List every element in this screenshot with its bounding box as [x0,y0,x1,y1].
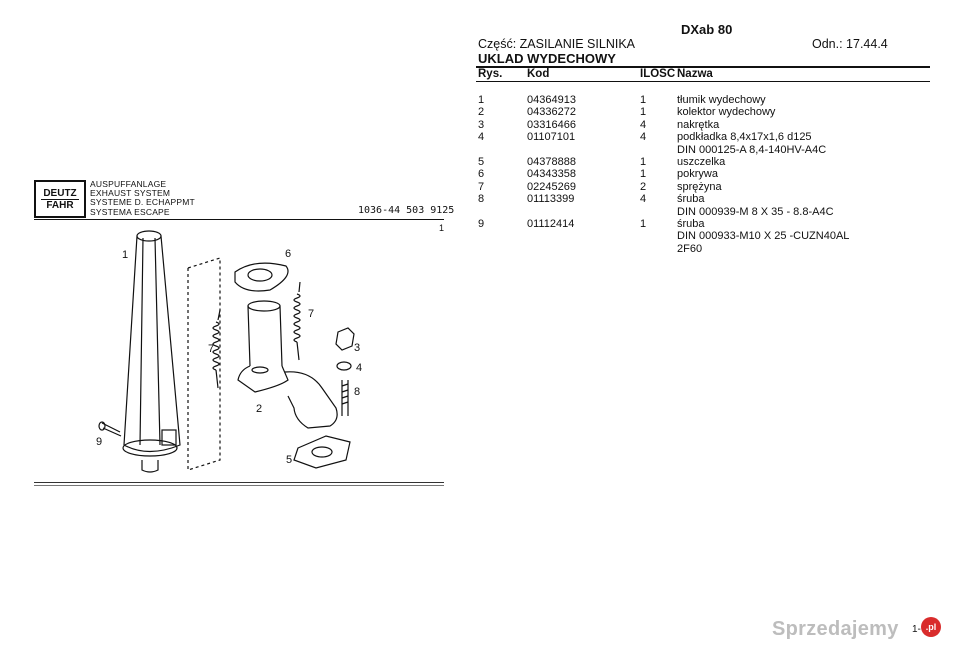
column-header-kod: Kod [527,68,550,80]
spring-left-drawing [212,309,221,389]
cell-kod: 02245269 [527,180,576,193]
cell-nazwa: śruba [677,193,705,206]
cell-ilosc: 1 [640,155,647,168]
table-row: 1 04364913 1 tłumik wydechowy [478,94,938,106]
cell-ilosc: 4 [640,118,647,131]
cell-rys: 9 [478,217,485,230]
cell-nazwa: kolektor wydechowy [677,106,776,119]
callout-4: 4 [356,362,362,374]
table-row: 6 04343358 1 pokrywa [478,168,938,180]
cell-nazwa: podkładka 8,4x17x1,6 d125 [677,131,812,144]
cell-rys: 8 [478,193,485,206]
screw-9-drawing [98,421,122,437]
drawing-bottom-rule [34,482,444,483]
system-name-en: EXHAUST SYSTEM [90,188,171,199]
page-number: 1- [912,624,921,635]
part-label: Część: ZASILANIE SILNIKA [478,37,635,51]
cell-kod: 03316466 [527,118,576,131]
assembly-outline [187,257,221,471]
watermark-badge: .pl [921,617,941,637]
cell-kod: 01107101 [527,131,576,144]
cell-kod: 04378888 [527,155,576,168]
cell-rys: 1 [478,94,485,106]
exhaust-exploded-drawing: 1 2 3 4 5 6 7 7 8 9 [96,230,362,473]
cell-ilosc: 4 [640,131,647,144]
callout-7-right: 7 [308,308,314,320]
callout-3: 3 [354,342,360,354]
reference-number: Odn.: 17.44.4 [812,37,888,51]
catalog-sheet-number: 1 [439,223,445,233]
cell-nazwa: nakrętka [677,118,720,131]
cell-kod: 04364913 [527,94,576,106]
cell-kod: 01112414 [527,217,575,230]
drawing-bottom-rule-secondary [34,485,444,486]
column-header-ilosc: ILOŚĆ [640,68,676,80]
callout-5: 5 [286,454,292,466]
column-header-rys: Rys. [478,68,503,80]
exhaust-manifold-drawing [237,300,338,429]
system-name-it: SYSTEMA ESCAPE [90,206,170,217]
gasket-drawing [293,435,351,469]
callout-7-left: 7 [208,343,214,355]
table-row: 5 04378888 1 uszczelka [478,156,938,168]
callout-6: 6 [285,248,291,260]
cell-ilosc: 1 [640,217,647,230]
column-header-nazwa: Nazwa [677,68,713,80]
cell-nazwa-continuation: DIN 000125-A 8,4-140HV-A4C [677,143,827,156]
callout-1: 1 [122,249,128,261]
cell-nazwa-continuation: DIN 000933-M10 X 25 -CUZN40AL [677,230,850,243]
cell-rys: 3 [478,118,485,131]
system-name-list: AUSPUFFANLAGE EXHAUST SYSTEM SYSTEME D. … [90,179,195,217]
cell-ilosc: 2 [640,180,647,193]
catalog-reference: 1036-44 503 9125 [358,205,455,216]
cell-rys: 4 [478,131,485,144]
cell-nazwa-continuation: DIN 000939-M 8 X 35 - 8.8-A4C [677,205,834,218]
spring-right-drawing [293,281,301,361]
cell-nazwa: sprężyna [677,180,722,193]
washer-drawing [336,361,352,371]
parts-table-body: 1 04364913 1 tłumik wydechowy 2 04336272 1 kole… [478,94,938,255]
cell-ilosc: 1 [640,106,647,119]
cell-kod: 04343358 [527,168,576,181]
logo-text-top: DEUTZ [41,187,79,200]
system-name-de: AUSPUFFANLAGE [90,179,167,189]
table-header-rule [476,81,930,82]
cell-rys: 6 [478,168,485,181]
cell-nazwa: uszczelka [677,155,726,168]
nut-drawing [335,327,355,351]
logo-text-bottom: FAHR [46,199,74,211]
cell-ilosc: 4 [640,193,647,206]
system-name-fr: SYSTEME D. ECHAPPMT [90,197,195,208]
cell-ilosc: 1 [640,168,647,181]
cell-nazwa: tłumik wydechowy [677,94,766,106]
bolt-drawing [341,380,349,416]
watermark-text: Sprzedajemy [772,618,899,640]
cover-drawing [234,262,289,292]
callout-8: 8 [354,386,360,398]
deutz-fahr-logo: DEUTZ FAHR [34,180,86,218]
cell-kod: 01113399 [527,193,575,206]
model-title: DXab 80 [681,22,733,37]
system-title: UKLAD WYDECHOWY [478,51,616,66]
cell-rys: 2 [478,106,485,119]
callout-2: 2 [256,403,262,415]
muffler-drawing [122,230,181,473]
cell-rys: 5 [478,155,485,168]
catalog-divider [34,219,444,220]
cell-nazwa: śruba [677,217,705,230]
table-row: 2 04336272 1 kolektor wydechowy [478,106,938,118]
table-row: 7 02245269 2 sprężyna [478,181,938,193]
table-row: 3 03316466 4 nakrętka [478,119,938,131]
cell-ilosc: 1 [640,94,647,106]
cell-nazwa: pokrywa [677,168,718,181]
cell-nazwa-continuation: 2F60 [677,242,703,255]
callout-9: 9 [96,436,102,448]
cell-rys: 7 [478,180,485,193]
table-top-rule [476,66,930,68]
cell-kod: 04336272 [527,106,576,119]
